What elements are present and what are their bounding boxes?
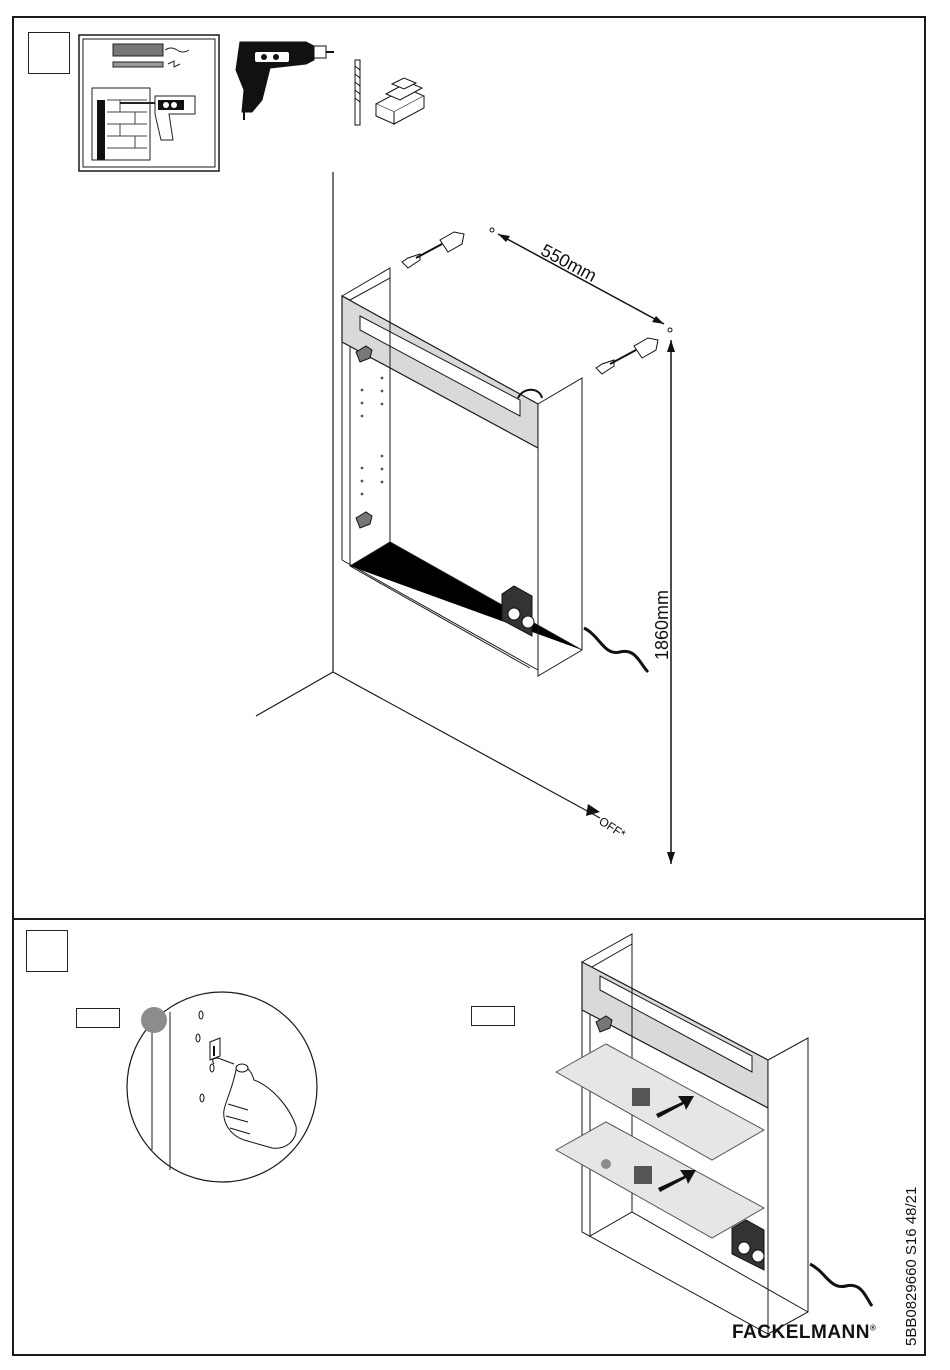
cabinet-drawing-step1 <box>342 268 648 676</box>
power-drill-icon <box>236 42 334 120</box>
brick-wall-icon <box>376 78 424 124</box>
cabinet-drawing-step2 <box>556 934 872 1334</box>
brand-logo: FACKELMANN® <box>732 1322 876 1344</box>
wall-drilling-icon <box>79 35 219 171</box>
document-code: 5BB0829660 S16 48/21 <box>903 1187 920 1346</box>
shelf-support-detail <box>127 992 317 1182</box>
drill-bit-icon <box>355 60 360 125</box>
height-dimension-label: 1860mm <box>652 590 673 660</box>
brand-name: FACKELMANN <box>732 1322 870 1343</box>
registered-mark: ® <box>870 1324 876 1333</box>
dimension-lines <box>498 234 675 864</box>
